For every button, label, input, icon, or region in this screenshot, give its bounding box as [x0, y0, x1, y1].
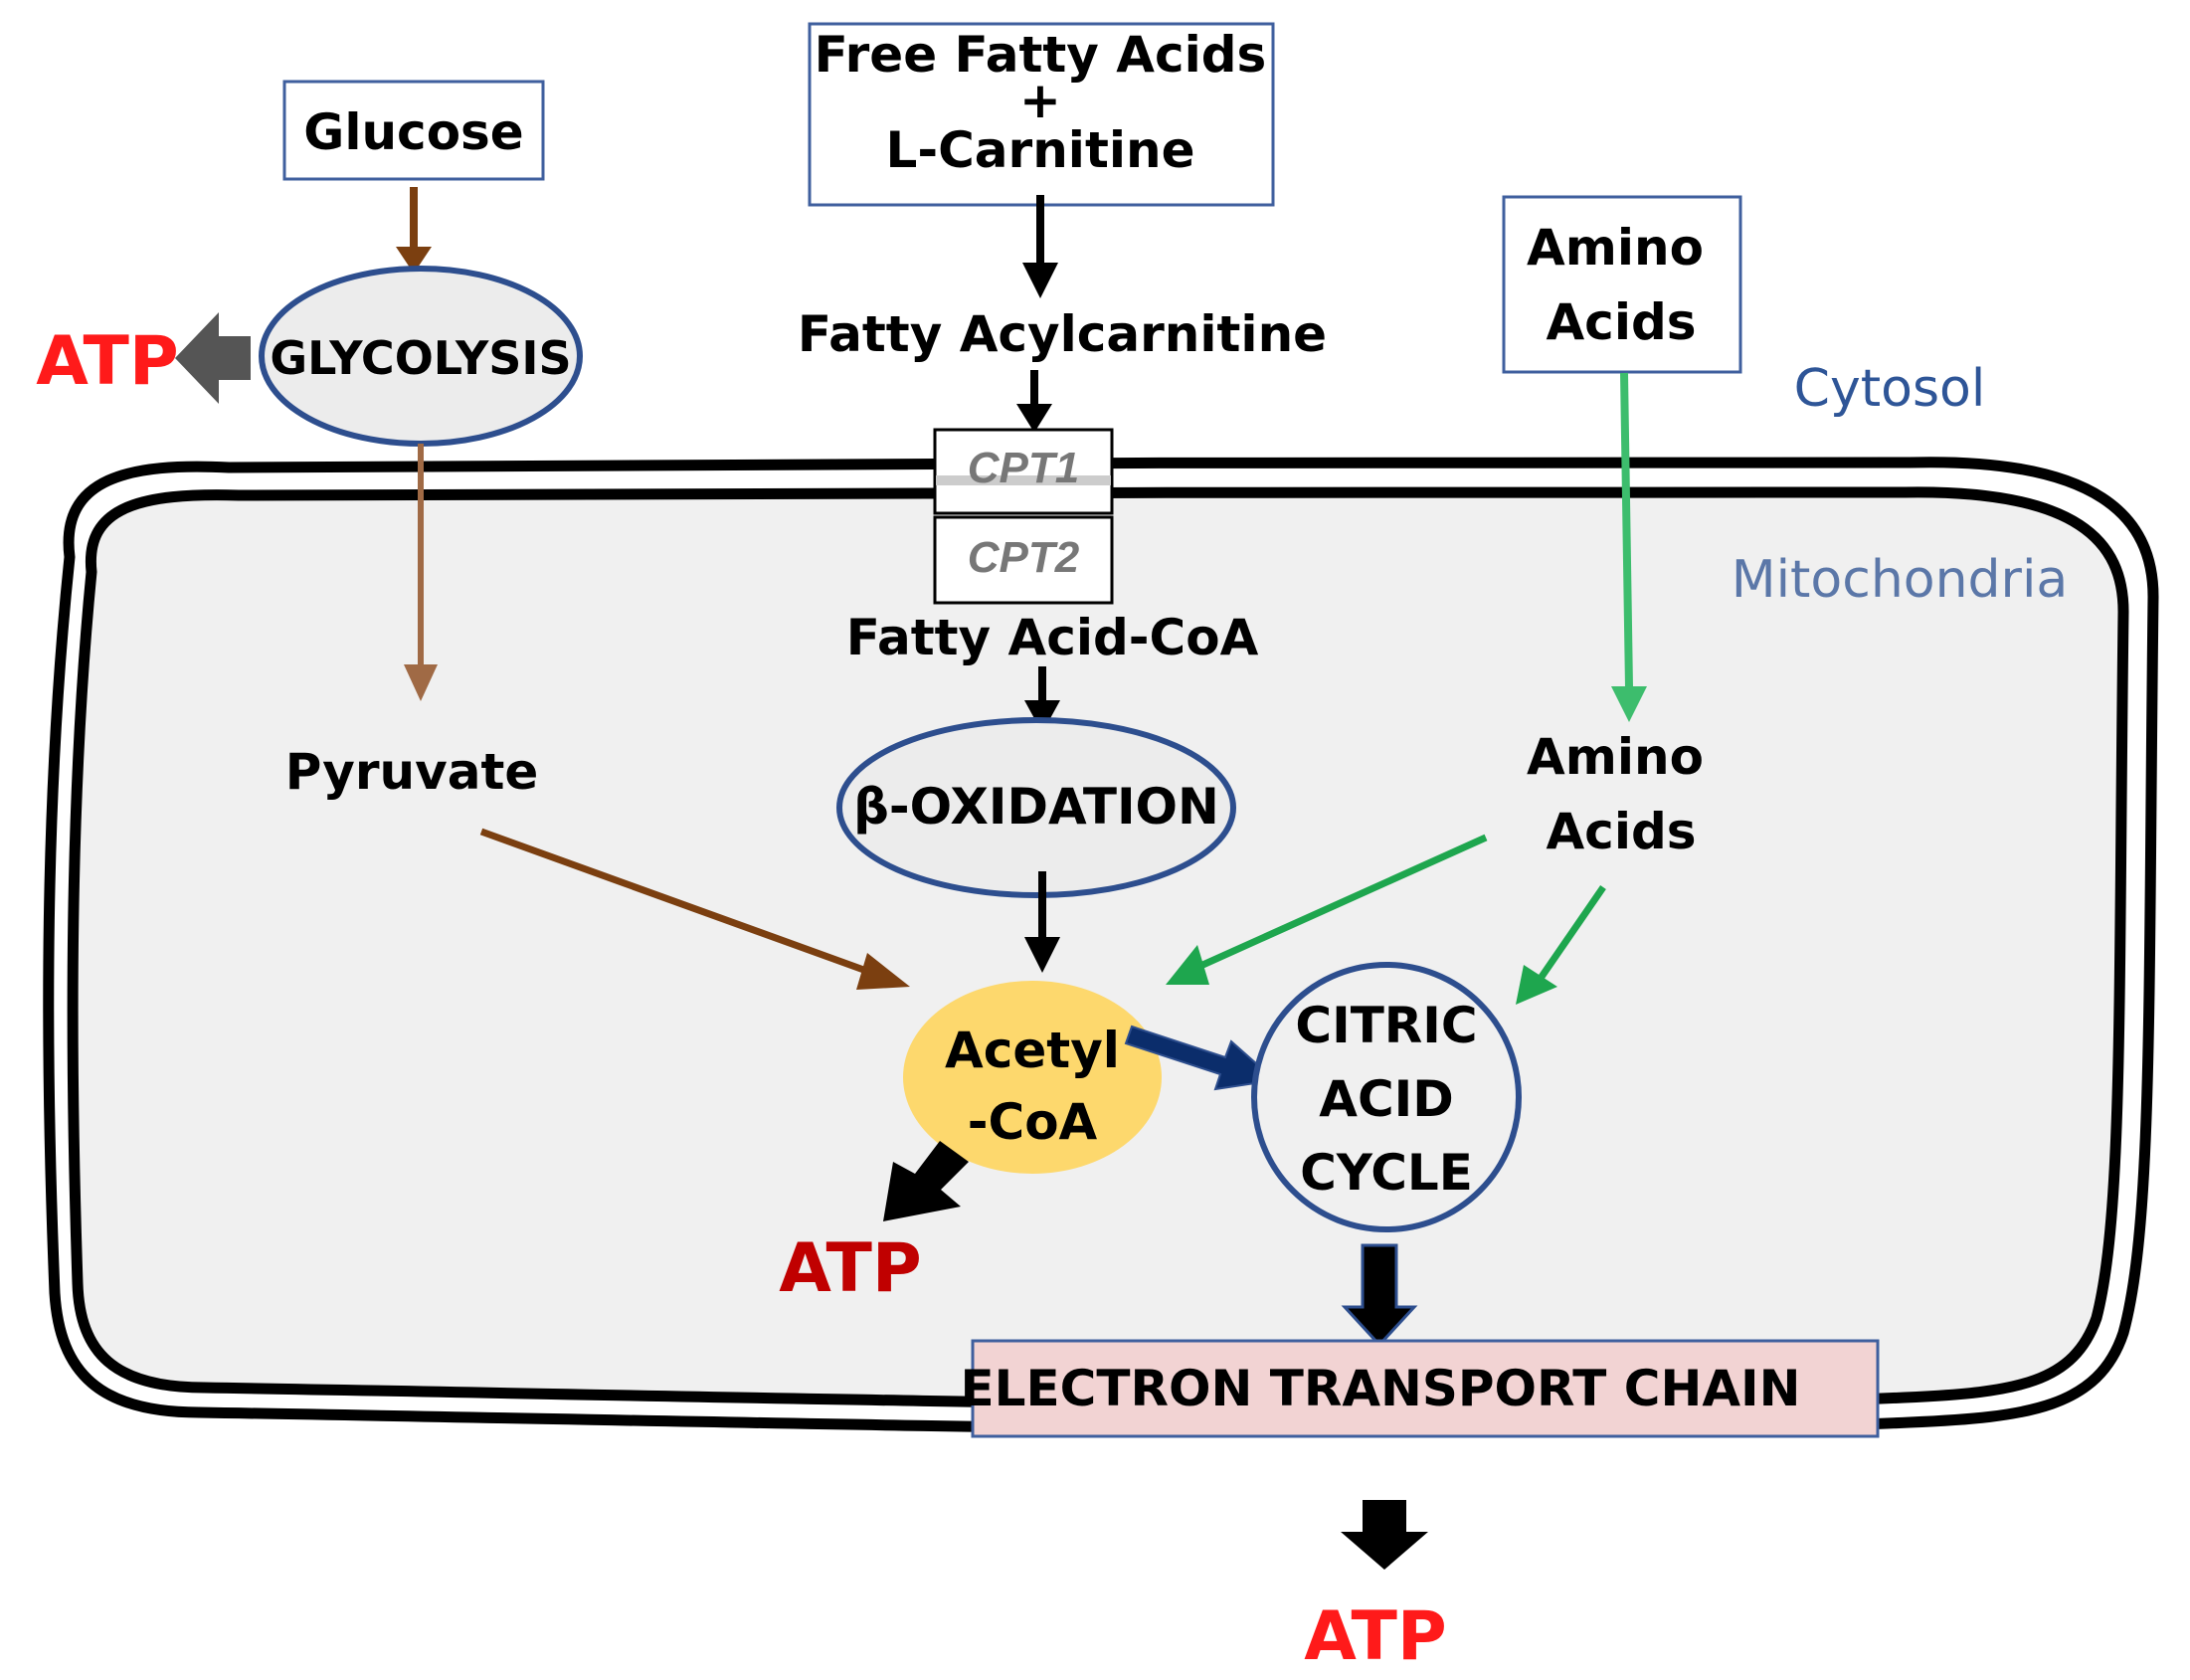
amino-to-acetyl-arrow — [1196, 834, 1488, 971]
amino-tca-arrowhead — [1516, 965, 1557, 1005]
acetyl-to-tca-arrow — [1124, 1025, 1278, 1091]
cpt2-box — [933, 515, 1114, 605]
amino-mito-line2: Acids — [1546, 803, 1696, 860]
etc-label: ELECTRON TRANSPORT CHAIN — [961, 1360, 1801, 1417]
pyruvate-label: Pyruvate — [285, 743, 539, 801]
beta-oxidation-label: β-OXIDATION — [853, 778, 1219, 836]
amino-top-line1: Amino — [1527, 219, 1704, 277]
mitochondria-label: Mitochondria — [1732, 550, 2069, 610]
tca-line1: CITRIC — [1295, 997, 1477, 1054]
atp-glycolysis-label: ATP — [36, 322, 179, 401]
ffa-line2: L-Carnitine — [886, 121, 1195, 179]
tca-line2: ACID — [1319, 1070, 1454, 1128]
amino-top-line2: Acids — [1546, 293, 1696, 351]
acetyl-line1: Acetyl — [945, 1022, 1120, 1079]
amino-acetyl-arrowhead — [1166, 945, 1209, 985]
cpt1-arrowhead — [1016, 404, 1052, 433]
cpt1-box — [933, 428, 1114, 515]
cpt1-label: CPT1 — [968, 444, 1079, 492]
citric-acid-cycle-circle — [1251, 962, 1522, 1232]
acetyl-atp-arrow — [883, 1141, 969, 1221]
cpt2-label: CPT2 — [968, 533, 1080, 582]
acylcarnitine-arrowhead — [1022, 263, 1058, 298]
acetyl-arrowhead — [1024, 937, 1060, 973]
atp-acetyl-label: ATP — [779, 1229, 922, 1308]
amino-mito-line1: Amino — [1527, 728, 1704, 786]
cpt1-membrane-band — [936, 475, 1111, 485]
ffa-plus: + — [1019, 72, 1061, 129]
glucose-label: Glucose — [303, 103, 523, 161]
acetyl-line2: -CoA — [968, 1093, 1098, 1151]
etc-atp-arrow — [1341, 1500, 1428, 1570]
etc-box — [971, 1339, 1880, 1438]
tca-line3: CYCLE — [1300, 1144, 1473, 1202]
glucose-arrowhead — [396, 247, 432, 274]
acetyl-coa-ellipse — [903, 981, 1162, 1174]
amino-import-arrow — [1620, 372, 1633, 689]
ffa-box — [808, 22, 1275, 207]
pyruvate-acetyl-arrowhead — [856, 953, 910, 990]
amino-import-arrowhead — [1611, 686, 1647, 722]
glucose-box — [282, 80, 545, 181]
ffa-line1: Free Fatty Acids — [815, 26, 1267, 84]
beta-arrowhead — [1024, 700, 1060, 733]
tca-to-etc-arrow — [1341, 1243, 1418, 1348]
glycolysis-atp-arrow — [175, 312, 251, 404]
cytosol-label: Cytosol — [1794, 359, 1986, 419]
amino-acids-box — [1502, 195, 1742, 374]
pyruvate-arrowhead — [404, 664, 438, 701]
pyruvate-to-acetyl-arrow — [479, 828, 882, 980]
fatty-acylcarnitine-label: Fatty Acylcarnitine — [798, 305, 1327, 363]
fatty-acid-coa-label: Fatty Acid-CoA — [846, 609, 1259, 666]
glycolysis-label: GLYCOLYSIS — [270, 331, 571, 385]
atp-etc-label: ATP — [1304, 1597, 1447, 1676]
beta-oxidation-ellipse — [836, 717, 1236, 898]
amino-to-tca-arrow — [1539, 885, 1606, 979]
